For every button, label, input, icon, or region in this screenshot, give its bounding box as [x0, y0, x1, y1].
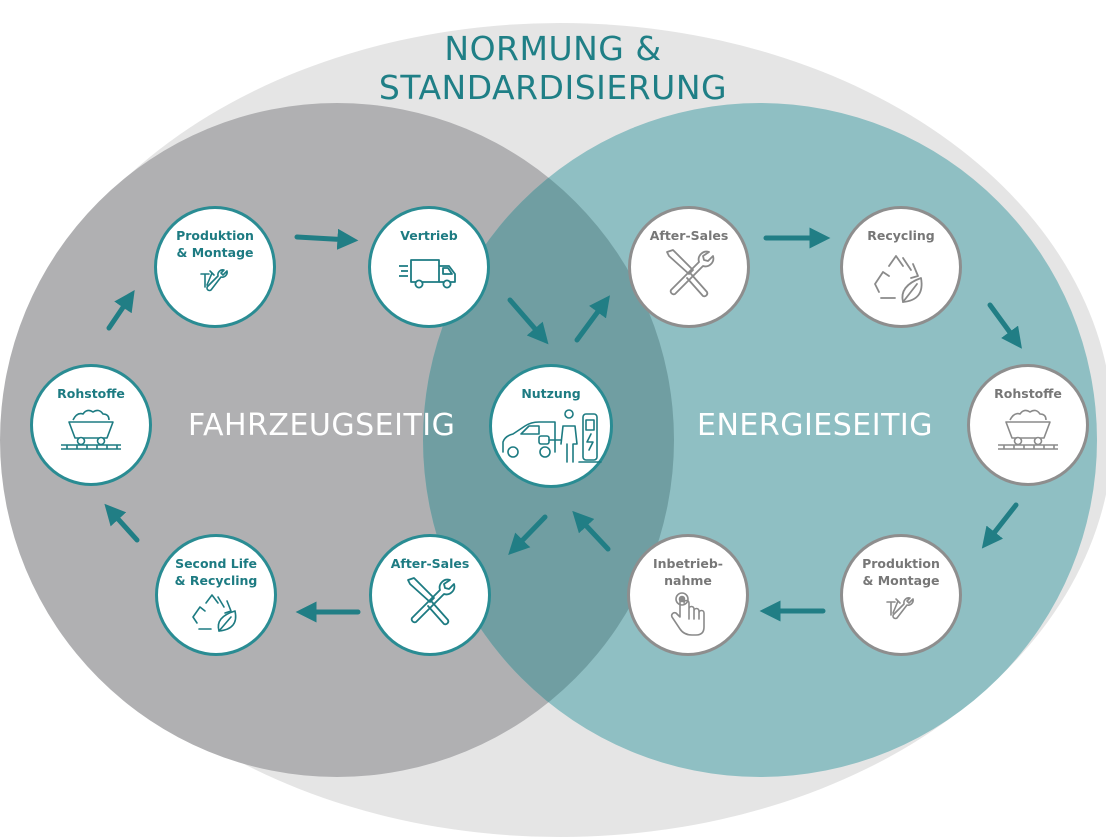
arrow — [507, 297, 549, 345]
arrow — [981, 502, 1019, 549]
title-line-2: STANDARDISIERUNG — [378, 68, 728, 107]
node-label: Produktion & Montage — [862, 556, 940, 588]
wrench-screwdriver-icon — [666, 249, 715, 298]
right-region-label: ENERGIESEITIG — [697, 408, 934, 443]
overlap-region — [423, 103, 674, 777]
node-right-inbetriebnahme: Inbetrieb- nahme — [627, 534, 749, 656]
node-left-vertrieb: Vertrieb — [368, 206, 490, 328]
node-label: After-Sales — [649, 228, 729, 243]
arrow — [294, 228, 359, 250]
arrow — [106, 290, 135, 331]
arrow — [574, 295, 610, 343]
tools-icon — [886, 597, 914, 620]
node-label: After-Sales — [390, 556, 470, 571]
left-region-label: FAHRZEUGSEITIG — [188, 408, 456, 443]
node-right-recycling: Recycling — [840, 206, 962, 328]
node-right-rohstoffe: Rohstoffe — [967, 364, 1089, 486]
node-left-produktion: Produktion & Montage — [154, 206, 276, 328]
node-center-nutzung: Nutzung — [489, 364, 613, 488]
recycle-leaf-icon — [192, 594, 237, 632]
mine-cart-icon — [998, 409, 1058, 450]
node-label: Nutzung — [521, 386, 581, 401]
node-left-second-life: Second Life & Recycling — [155, 534, 277, 656]
node-right-produktion: Produktion & Montage — [840, 534, 962, 656]
tools-icon — [200, 269, 228, 292]
arrow — [508, 514, 548, 556]
wrench-screwdriver-icon — [407, 577, 456, 626]
recycle-leaf-icon — [874, 255, 923, 303]
node-label: Recycling — [867, 228, 935, 243]
node-label: Rohstoffe — [57, 386, 125, 401]
node-label: Vertrieb — [400, 228, 458, 243]
node-left-rohstoffe: Rohstoffe — [30, 364, 152, 486]
node-label: Inbetrieb- nahme — [652, 556, 723, 588]
title-line-1: NORMUNG & — [444, 29, 662, 68]
node-label: Produktion & Montage — [176, 228, 254, 260]
mine-cart-icon — [61, 409, 121, 450]
node-left-after-sales: After-Sales — [369, 534, 491, 656]
node-label: Second Life & Recycling — [174, 556, 258, 588]
arrow — [987, 302, 1022, 349]
arrow — [572, 510, 611, 552]
ev-charging-icon — [502, 409, 602, 463]
node-right-after-sales: After-Sales — [628, 206, 750, 328]
node-label: Rohstoffe — [994, 386, 1062, 401]
truck-icon — [399, 259, 456, 289]
touch-hand-icon — [670, 592, 705, 636]
arrow — [104, 503, 140, 543]
